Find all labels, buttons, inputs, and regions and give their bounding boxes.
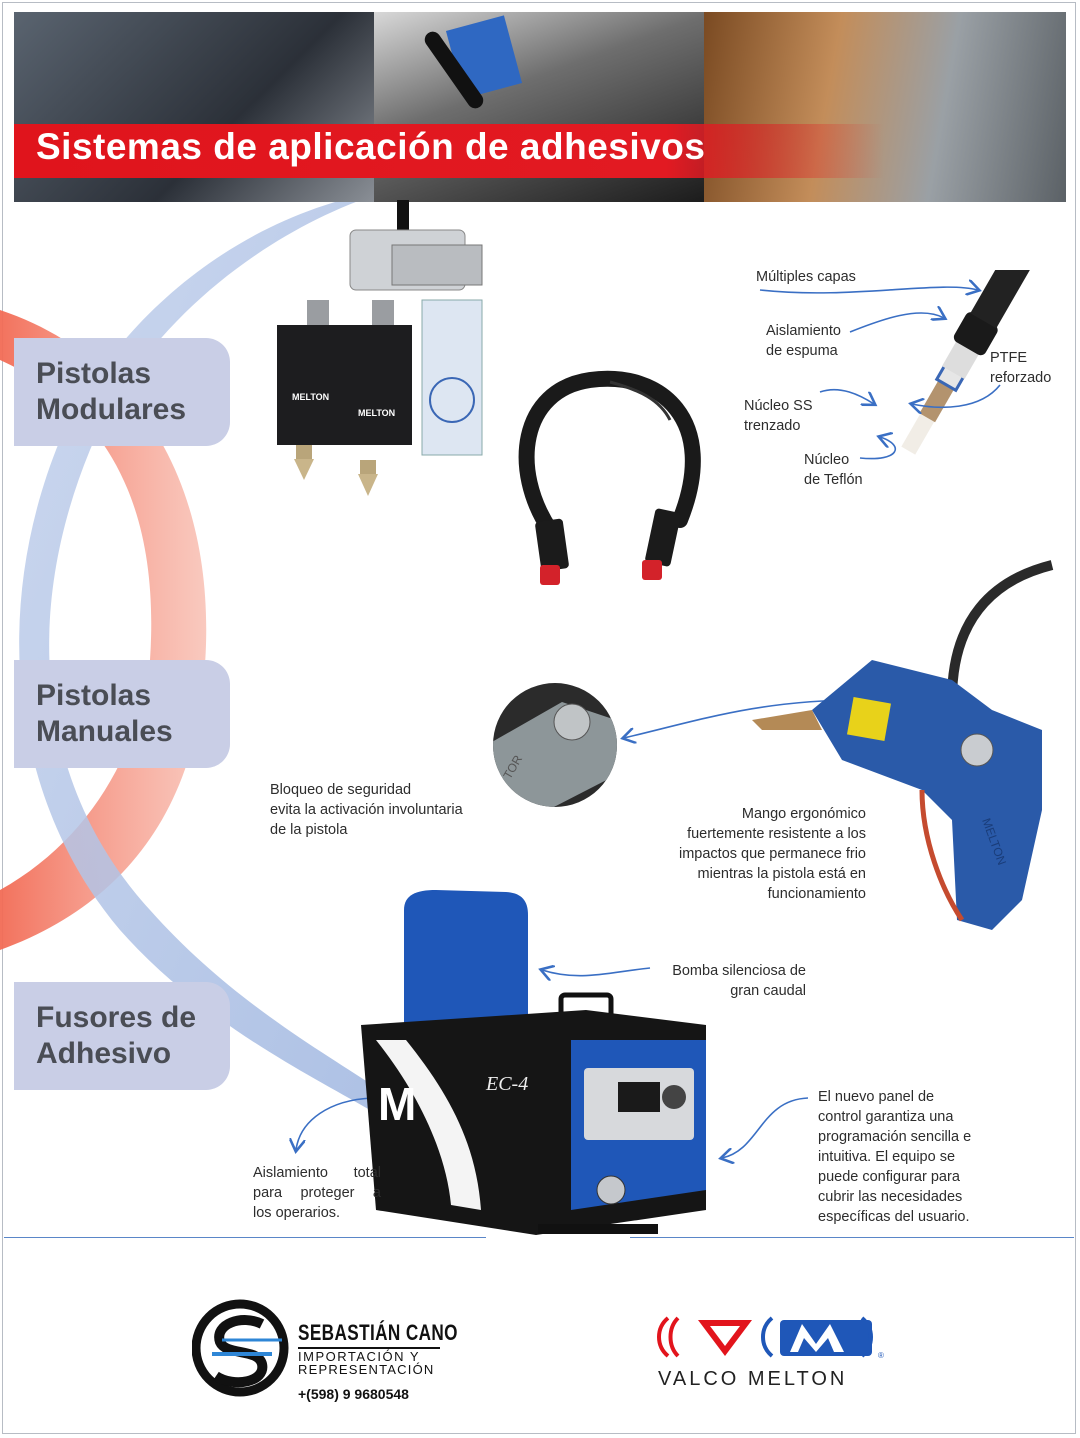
callout-line: de Teflón <box>804 472 863 488</box>
callout-bomba: Bomba silenciosa de gran caudal <box>640 961 806 1001</box>
page-title: Sistemas de aplicación de adhesivos <box>36 126 706 167</box>
callout-aislamiento-espuma: Aislamiento de espuma <box>766 321 841 361</box>
callout-line: Bloqueo de seguridad <box>270 782 412 798</box>
footer-divider-left <box>4 1237 486 1238</box>
section-label-pistolas-modulares: Pistolas Modulares <box>14 338 230 446</box>
callout-line: control garantiza una <box>818 1109 954 1125</box>
company-phone: +(598) 9 9680548 <box>298 1386 409 1402</box>
callout-line: PTFE <box>990 350 1028 366</box>
company-name: SEBASTIÁN CANO <box>298 1320 458 1345</box>
callout-nucleo-ss: Núcleo SS trenzado <box>744 396 813 436</box>
callout-line: impactos que permanece frio <box>679 846 866 862</box>
callout-line: Aislamiento total <box>253 1165 381 1181</box>
hose-cross-section-image <box>901 270 1032 455</box>
callout-multiples-capas: Múltiples capas <box>756 269 856 285</box>
section-label-line: Pistolas <box>36 357 152 390</box>
callout-line: de la pistola <box>270 822 348 838</box>
melton-mark: MELTON <box>358 408 395 418</box>
callout-line: reforzado <box>990 370 1052 386</box>
callout-line: fuertemente resistente a los <box>687 826 866 842</box>
footer-divider-right <box>630 1237 1074 1238</box>
section-label-line: Adhesivo <box>36 1037 172 1070</box>
callout-line: El nuevo panel de <box>818 1089 935 1105</box>
sebastian-cano-logo-text: SEBASTIÁN CANO IMPORTACIÓN Y REPRESENTAC… <box>298 1320 503 1402</box>
company-name-rule <box>298 1347 440 1349</box>
callout-line: gran caudal <box>730 983 806 999</box>
callout-line: Bomba silenciosa de <box>672 963 806 979</box>
title-bar <box>14 124 884 178</box>
valco-melton-brand-text: VALCO MELTON <box>658 1368 848 1390</box>
section-label-line: Pistolas <box>36 679 152 712</box>
registered-mark: ® <box>878 1351 884 1360</box>
callout-line: puede configurar para <box>818 1169 960 1185</box>
callout-line: para proteger a <box>253 1185 381 1201</box>
background-swoosh <box>0 190 391 1110</box>
melter-model-label: EC-4 <box>485 1073 528 1095</box>
callout-line: Núcleo SS <box>744 398 813 414</box>
callout-line: evita la activación involuntaria <box>270 802 463 818</box>
callout-ptfe: PTFE reforzado <box>990 348 1051 388</box>
callout-line: intuitiva. El equipo se <box>818 1149 956 1165</box>
callout-line: específicas del usuario. <box>818 1209 970 1225</box>
callout-line: Núcleo <box>804 452 850 468</box>
modular-gun-image: MELTON MELTON <box>277 200 483 496</box>
callout-bloqueo-seguridad: Bloqueo de seguridad evita la activación… <box>270 780 463 840</box>
callout-nucleo-teflon: Núcleo de Teflón <box>804 450 863 490</box>
callout-line: trenzado <box>744 418 801 434</box>
company-tagline: REPRESENTACIÓN <box>298 1362 435 1377</box>
melter-unit-image: M EC-4 <box>361 890 706 1235</box>
callout-panel-control: El nuevo panel de control garantiza una … <box>818 1087 971 1227</box>
callout-line: mientras la pistola está en <box>697 866 866 882</box>
callout-line: de espuma <box>766 343 838 359</box>
callout-line: los operarios. <box>253 1205 341 1221</box>
heated-hose-image <box>518 370 701 585</box>
safety-lock-closeup-image: TOR <box>493 683 617 807</box>
section-label-fusores: Fusores de Adhesivo <box>14 982 230 1090</box>
melter-m-logo: M <box>378 1078 416 1130</box>
callout-line: programación sencilla e <box>818 1129 972 1145</box>
callout-mango-ergonomico: Mango ergonómico fuertemente resistente … <box>654 804 866 904</box>
section-label-line: Manuales <box>36 715 173 748</box>
section-label-line: Modulares <box>36 393 187 426</box>
company-tagline: IMPORTACIÓN Y <box>298 1349 421 1364</box>
callout-line: Aislamiento <box>766 323 841 339</box>
callout-line: cubrir las necesidades <box>818 1189 963 1205</box>
manual-gun-image: MELTON <box>752 560 1054 930</box>
section-label-line: Fusores de <box>36 1001 197 1034</box>
callout-line: funcionamiento <box>767 886 866 902</box>
callout-line: Mango ergonómico <box>741 806 866 822</box>
sebastian-cano-logo-icon <box>192 1299 289 1397</box>
melton-mark: MELTON <box>292 392 329 402</box>
callout-aislamiento-total: Aislamiento total para proteger a los op… <box>253 1163 381 1223</box>
section-label-pistolas-manuales: Pistolas Manuales <box>14 660 230 768</box>
valco-melton-logo-icon: ® <box>656 1314 888 1360</box>
